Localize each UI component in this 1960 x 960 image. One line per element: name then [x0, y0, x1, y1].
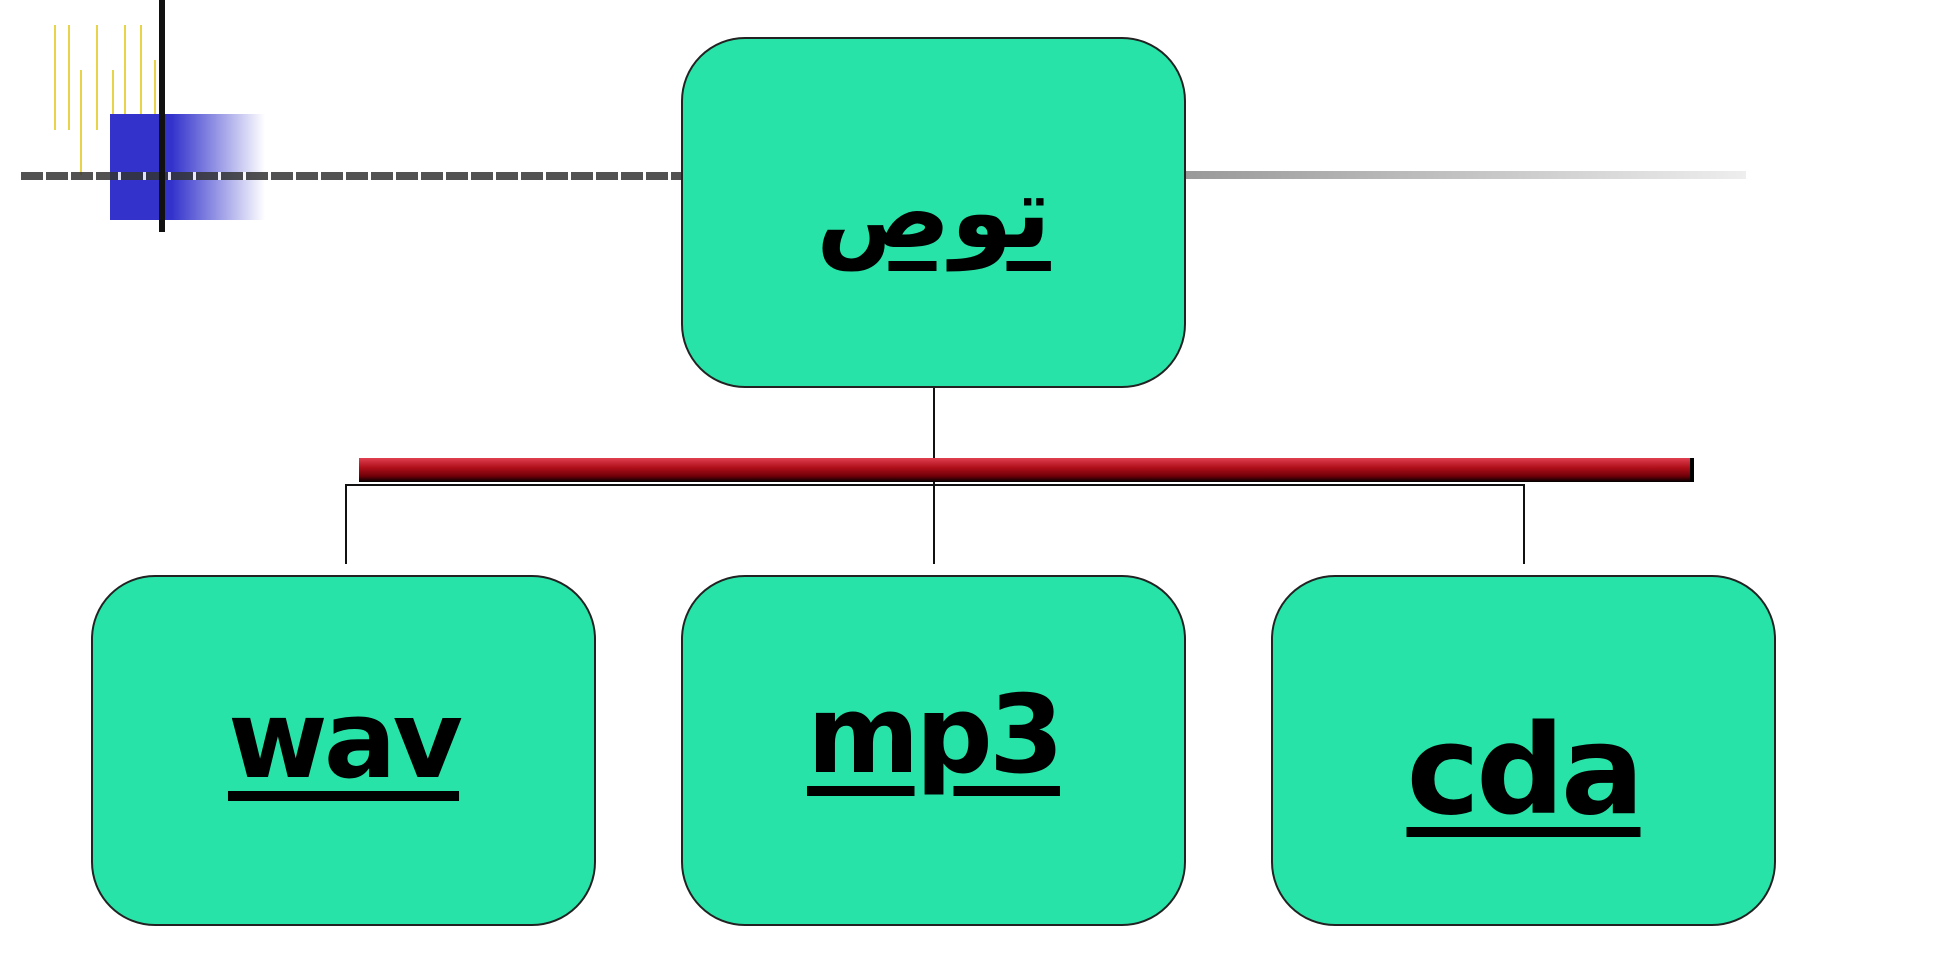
decor-blue-square: [110, 114, 265, 220]
decor-gray-line: [1186, 171, 1746, 179]
red-bar: [359, 458, 1694, 482]
decor-yellow-line: [80, 70, 82, 175]
decor-yellow-line: [54, 25, 56, 130]
decor-yellow-line: [96, 25, 98, 130]
connector-horizontal: [345, 484, 1525, 486]
child-label: cda: [1406, 698, 1645, 843]
child-node-mp3: mp3: [681, 575, 1186, 926]
root-label: توص: [816, 154, 1051, 271]
connector-root: [933, 388, 935, 460]
decor-yellow-line: [140, 25, 142, 130]
child-node-cda: cda: [1271, 575, 1776, 926]
child-label: wav: [227, 678, 463, 803]
decor-dashed-line: [21, 172, 751, 180]
decor-yellow-line: [124, 25, 126, 130]
decor-yellow-line: [68, 25, 70, 130]
connector-right: [1523, 484, 1525, 564]
child-label: mp3: [807, 673, 1064, 798]
root-node: توص: [681, 37, 1186, 388]
connector-center: [933, 482, 935, 564]
connector-left: [345, 484, 347, 564]
decor-vertical-line: [159, 0, 165, 232]
child-node-wav: wav: [91, 575, 596, 926]
